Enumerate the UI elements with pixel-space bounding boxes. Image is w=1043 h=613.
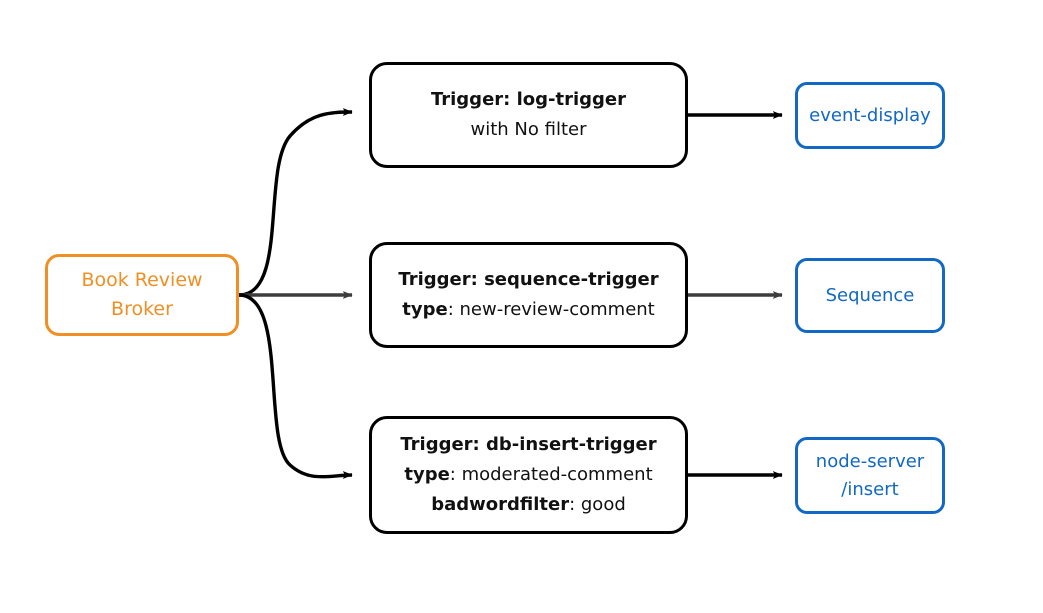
db-insert-trigger-line3-key: badwordfilter — [431, 494, 570, 515]
node-sequence[interactable]: Sequence — [795, 258, 945, 333]
sequence-trigger-line1: Trigger: sequence-trigger — [398, 269, 659, 290]
sequence-trigger-line2: type: new-review-comment — [402, 295, 654, 325]
event-display-label: event-display — [809, 104, 931, 126]
edge-broker-to-log-trigger — [238, 108, 353, 297]
node-server-label-line1: node-server — [815, 450, 925, 472]
db-insert-trigger-line1: Trigger: db-insert-trigger — [400, 434, 657, 455]
broker-label-line2: Broker — [111, 298, 173, 320]
sequence-trigger-line2-value: : new-review-comment — [447, 299, 655, 320]
db-insert-trigger-line2: type: moderated-comment — [404, 460, 652, 490]
node-book-review-broker[interactable]: Book Review Broker — [45, 254, 239, 336]
node-sequence-trigger[interactable]: Trigger: sequence-trigger type: new-revi… — [369, 242, 688, 348]
edge-broker-to-db-insert-trigger — [238, 293, 353, 480]
sequence-label: Sequence — [825, 284, 915, 306]
log-trigger-line2: with No filter — [470, 119, 587, 140]
node-event-display[interactable]: event-display — [795, 82, 945, 149]
node-log-trigger[interactable]: Trigger: log-trigger with No filter — [369, 62, 688, 168]
db-insert-trigger-line3: badwordfilter: good — [431, 490, 626, 520]
log-trigger-line1: Trigger: log-trigger — [430, 89, 627, 110]
node-db-insert-trigger[interactable]: Trigger: db-insert-trigger type: moderat… — [369, 416, 688, 534]
node-node-server-insert[interactable]: node-server /insert — [795, 437, 945, 514]
db-insert-trigger-line3-value: : good — [569, 494, 626, 515]
db-insert-trigger-line2-key: type — [404, 464, 450, 485]
broker-label-line1: Book Review — [81, 269, 203, 291]
sequence-trigger-line2-key: type — [402, 299, 448, 320]
db-insert-trigger-line2-value: : moderated-comment — [449, 464, 653, 485]
node-server-label-line2: /insert — [841, 478, 899, 500]
